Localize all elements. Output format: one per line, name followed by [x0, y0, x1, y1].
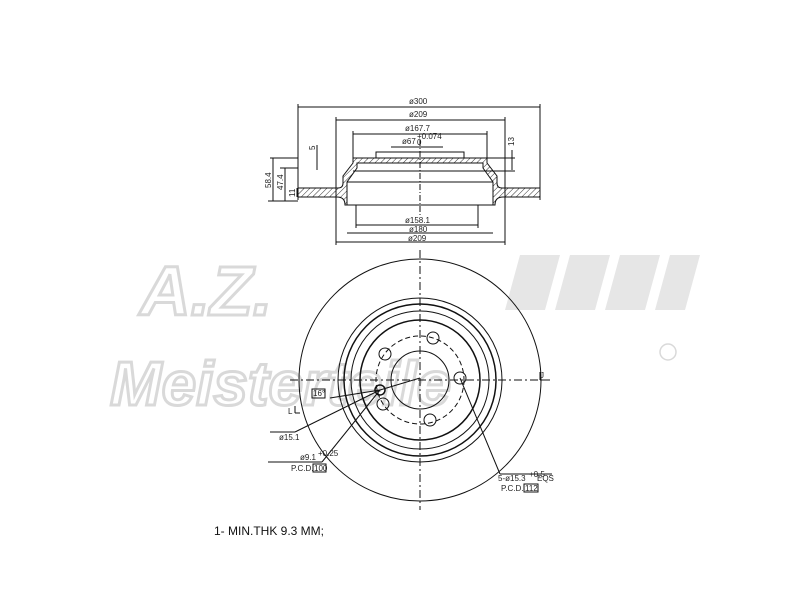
bolt-hole [453, 371, 467, 385]
dim-hat-height: 47.4 [276, 174, 285, 190]
dim-hat-top-diameter: ø167.7 [405, 124, 430, 133]
dim-offset: 13 [507, 137, 516, 146]
dim-center-bore: ø67 [402, 137, 416, 146]
bolt-hole [376, 397, 390, 411]
dim-outer-diameter: ø300 [409, 97, 428, 106]
side-view [268, 104, 541, 245]
front-view [268, 250, 552, 510]
dim-disc-thickness: 11 [288, 188, 297, 197]
min-thickness-note: 1- MIN.THK 9.3 MM; [214, 524, 325, 538]
dim-inner-diameter-3: ø209 [408, 234, 427, 243]
marker-right: J [540, 371, 544, 380]
bolt-holes [376, 331, 467, 427]
pcd-bolt-value: 112 [525, 484, 538, 493]
dim-center-bore-tol-lower: 0 [417, 138, 422, 147]
bolt-hole [378, 347, 392, 361]
dim-hat-outer-diameter: ø209 [409, 110, 428, 119]
front-view-labels: 16° L J ø15.1 ø9.1 +0.25 P.C.D. 100 5-ø1… [279, 371, 554, 493]
dim-inner-diameter-2: ø180 [409, 225, 428, 234]
pin-hole [374, 384, 386, 396]
dim-total-height: 58.4 [264, 172, 273, 188]
pcd-pin-label: P.C.D. [291, 464, 314, 473]
bolt-holes-tolerance: +0.5 [529, 470, 545, 479]
watermark-logo: A.Z. Meisterteile [109, 251, 700, 421]
bolt-hole [423, 413, 437, 427]
bolt-hole [426, 331, 440, 345]
pin-hole-tolerance: +0.25 [318, 449, 339, 458]
bolt-holes-eqs: EQS [537, 474, 554, 483]
dim-center-bore-tol-upper: +0.074 [417, 132, 442, 141]
dim-hat-thickness: 5 [308, 145, 317, 150]
angle-label: 16° [313, 389, 325, 398]
pcd-pin-value: 100 [314, 464, 328, 473]
bolt-holes-label: 5-ø15.3 [498, 474, 526, 483]
marker-left: L [288, 407, 293, 416]
svg-text:A.Z.: A.Z. [138, 252, 272, 330]
pcd-bolt-label: P.C.D. [501, 484, 524, 493]
dim-hole-diameter: ø15.1 [279, 433, 300, 442]
dim-pin-hole-diameter: ø9.1 [300, 453, 317, 462]
side-view-labels: ø300 ø209 ø167.7 ø67 +0.074 0 5 13 58.4 … [264, 97, 516, 243]
svg-text:Meisterteile: Meisterteile [110, 350, 451, 419]
dim-inner-diameter-1: ø158.1 [405, 216, 430, 225]
